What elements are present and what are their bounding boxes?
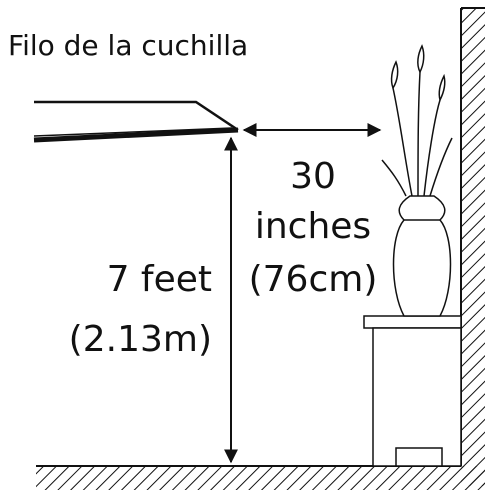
pedestal-icon bbox=[363, 315, 462, 467]
horizontal-metric-label: (76cm) bbox=[249, 259, 378, 300]
wall-hatch-icon bbox=[460, 7, 485, 486]
vertical-value-label: 7 feet bbox=[107, 259, 212, 300]
horizontal-unit-label: inches bbox=[255, 206, 371, 247]
horizontal-value-label: 30 bbox=[290, 156, 336, 197]
floor-hatch-icon bbox=[36, 465, 485, 490]
blade-edge-icon bbox=[33, 100, 239, 143]
title-label: Filo de la cuchilla bbox=[8, 29, 248, 62]
plant-in-vase-icon bbox=[381, 44, 453, 317]
vertical-metric-label: (2.13m) bbox=[69, 319, 212, 360]
